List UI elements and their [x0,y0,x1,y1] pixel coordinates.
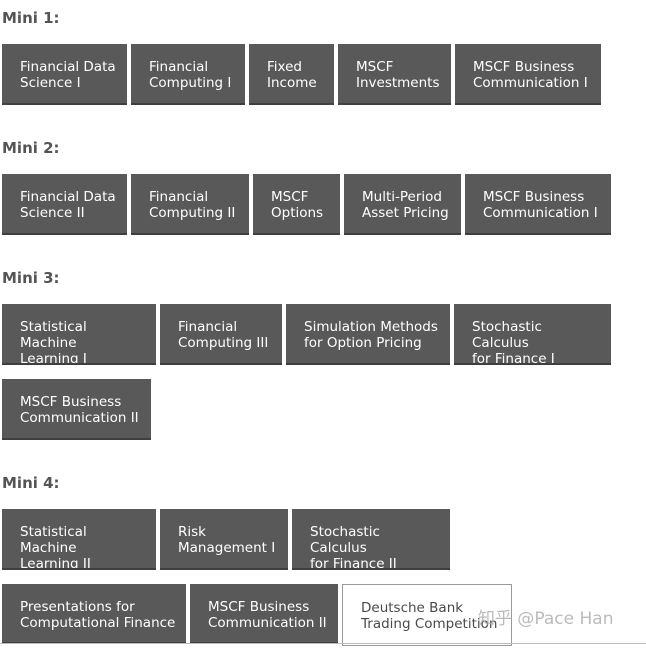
section-heading-mini-4: Mini 4: [2,474,60,492]
course-tile[interactable]: Statistical Machine Learning II [2,509,156,570]
section-heading-mini-1: Mini 1: [2,9,60,27]
course-tile[interactable]: Multi-Period Asset Pricing [344,174,461,235]
course-tile[interactable]: Risk Management I [160,509,288,570]
course-tile[interactable]: Statistical Machine Learning I [2,304,156,365]
course-tile[interactable]: Fixed Income [249,44,334,105]
course-tile[interactable]: Financial Computing II [131,174,249,235]
course-tile[interactable]: Stochastic Calculus for Finance II [292,509,450,570]
course-tile[interactable]: Simulation Methods for Option Pricing [286,304,450,365]
course-tile[interactable]: Financial Computing I [131,44,245,105]
course-tile[interactable]: Stochastic Calculus for Finance I [454,304,611,365]
course-tile[interactable]: Financial Computing III [160,304,282,365]
course-tile[interactable]: MSCF Business Communication I [465,174,611,235]
section-heading-mini-2: Mini 2: [2,139,60,157]
course-tile-highlighted[interactable]: Deutsche Bank Trading Competition [342,584,512,646]
course-tile[interactable]: Financial Data Science I [2,44,127,105]
course-tile[interactable]: MSCF Business Communication II [190,584,338,644]
course-tile[interactable]: Financial Data Science II [2,174,127,235]
course-tile[interactable]: MSCF Business Communication II [2,379,151,440]
course-tile[interactable]: MSCF Business Communication I [455,44,601,105]
watermark: 知乎 @Pace Han [478,609,614,629]
bottom-divider [0,643,646,644]
course-tile[interactable]: MSCF Options [253,174,340,235]
course-tile[interactable]: MSCF Investments [338,44,451,105]
section-heading-mini-3: Mini 3: [2,269,60,287]
course-tile[interactable]: Presentations for Computational Finance [2,584,186,644]
